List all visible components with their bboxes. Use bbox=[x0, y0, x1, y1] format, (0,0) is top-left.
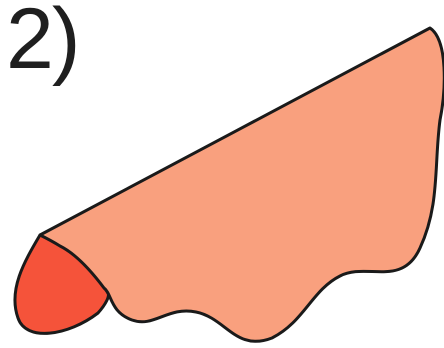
main-flap bbox=[38, 26, 444, 343]
figure-label: 2) bbox=[6, 0, 80, 87]
